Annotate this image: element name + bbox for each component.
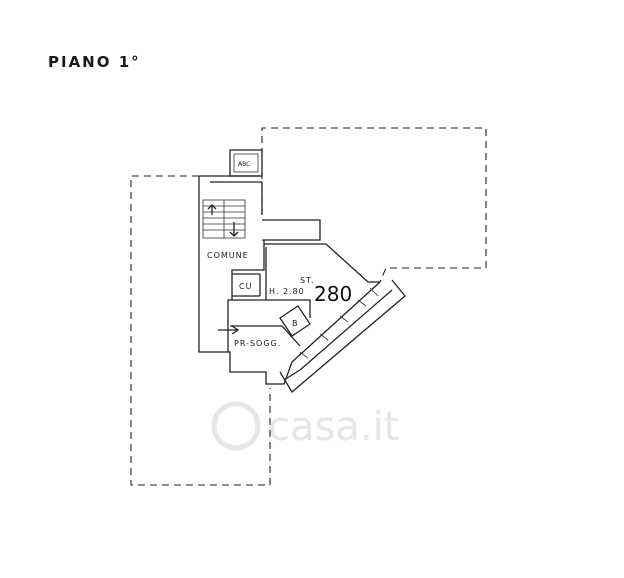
bathroom: B: [279, 305, 311, 337]
balcony: [279, 279, 406, 393]
watermark: casa.it: [211, 401, 399, 451]
abc-box: ABC: [229, 149, 263, 177]
terrace-left-outline: [130, 175, 271, 486]
staircase: [202, 199, 246, 239]
stair-up-arrow: [207, 204, 217, 215]
floor-title: PIANO 1°: [48, 53, 141, 71]
watermark-text: casa.it: [268, 404, 399, 450]
terrace-right-outline: [261, 127, 487, 283]
room-number: 280: [314, 282, 352, 306]
pr-sogg-label: PR-SOGG.: [234, 339, 281, 348]
comune-label: COMUNE: [207, 251, 249, 260]
entrance-arrow: [218, 325, 240, 335]
building-walls: [198, 175, 380, 385]
st-label: ST.: [300, 276, 315, 285]
stair-down-arrow: [229, 222, 239, 237]
height-label: H. 2.80: [269, 287, 305, 296]
b-label: B: [292, 319, 299, 328]
cu-label: CU: [239, 282, 252, 291]
abc-label: ABC: [238, 161, 250, 168]
